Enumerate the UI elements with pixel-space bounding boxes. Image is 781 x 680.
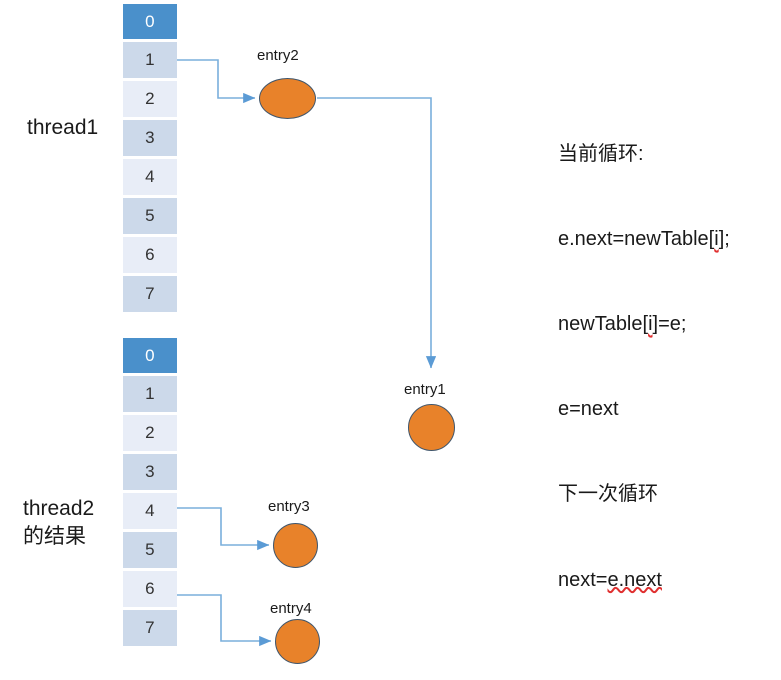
table-label-thread2: thread2 的结果 [23, 497, 95, 549]
bucket-cell-7[interactable]: 7 [123, 276, 177, 312]
bucket-cell-0[interactable]: 0 [123, 338, 177, 373]
note-line-4: e=next [558, 398, 619, 421]
bucket-table-thread1: 0 1 2 3 4 5 6 7 [123, 4, 177, 315]
connector-cell6-to-entry4 [177, 594, 272, 647]
bucket-cell-5[interactable]: 5 [123, 532, 177, 568]
bucket-cell-6[interactable]: 6 [123, 571, 177, 607]
bucket-cell-1[interactable]: 1 [123, 42, 177, 78]
entry-label-entry3: entry3 [268, 498, 310, 515]
entry-label-entry1: entry1 [404, 381, 446, 398]
spellcheck-mark: i [714, 227, 719, 250]
bucket-cell-2[interactable]: 2 [123, 415, 177, 451]
bucket-cell-6[interactable]: 6 [123, 237, 177, 273]
entry-node-entry1[interactable] [408, 404, 455, 451]
entry-label-entry2: entry2 [257, 47, 299, 64]
connector-entry2-to-entry1 [317, 97, 437, 369]
bucket-cell-0[interactable]: 0 [123, 4, 177, 39]
entry-node-entry2[interactable] [259, 78, 316, 119]
note-line-3: newTable[i]=e; [558, 313, 687, 336]
spellcheck-mark: i [648, 313, 653, 336]
entry-node-entry3[interactable] [273, 523, 318, 568]
bucket-cell-2[interactable]: 2 [123, 81, 177, 117]
entry-node-entry4[interactable] [275, 619, 320, 664]
loop-note-block: 当前循环: e.next=newTable[i]; newTable[i]=e;… [558, 83, 730, 651]
note-line-6: next=e.next [558, 568, 662, 591]
note-line-1: 当前循环: [558, 142, 644, 165]
bucket-cell-4[interactable]: 4 [123, 493, 177, 529]
bucket-cell-4[interactable]: 4 [123, 159, 177, 195]
note-line-5: 下一次循环 [558, 483, 658, 506]
connector-cell1-to-entry2 [177, 59, 256, 104]
connector-cell4-to-entry3 [177, 507, 270, 551]
bucket-cell-5[interactable]: 5 [123, 198, 177, 234]
spellcheck-mark: e.next [607, 568, 662, 591]
bucket-table-thread2: 0 1 2 3 4 5 6 7 [123, 338, 177, 649]
bucket-cell-1[interactable]: 1 [123, 376, 177, 412]
table-label-thread1: thread1 [27, 116, 99, 139]
bucket-cell-3[interactable]: 3 [123, 454, 177, 490]
bucket-cell-7[interactable]: 7 [123, 610, 177, 646]
bucket-cell-3[interactable]: 3 [123, 120, 177, 156]
entry-label-entry4: entry4 [270, 600, 312, 617]
note-line-2: e.next=newTable[i]; [558, 227, 730, 250]
